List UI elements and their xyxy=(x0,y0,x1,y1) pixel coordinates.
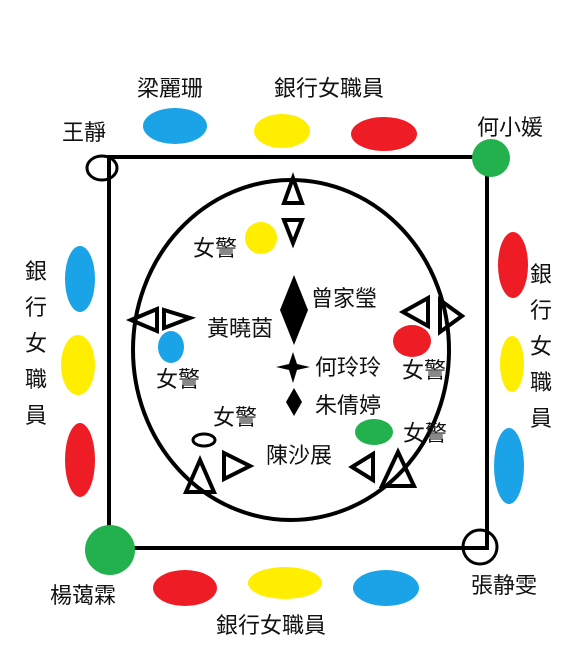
yellow-oval-left xyxy=(61,335,95,395)
label-corner-bl: 楊蔼霖 xyxy=(50,584,117,609)
label-tsang: 曾家瑩 xyxy=(311,287,378,312)
triangle-down-top xyxy=(281,218,305,249)
label-police-right: 女警 xyxy=(402,359,447,384)
triangle-up-southeast xyxy=(378,447,418,488)
triangle-up-southwest xyxy=(182,455,218,494)
outer-square-boundary xyxy=(107,155,489,550)
blue-dot-police-left xyxy=(158,331,184,363)
label-chan: 陳沙展 xyxy=(266,444,333,469)
triangle-left-west xyxy=(125,305,159,335)
label-corner-tl: 王靜 xyxy=(62,121,107,146)
blue-oval-top xyxy=(143,108,207,144)
label-police-left: 女警 xyxy=(156,368,201,393)
label-chu: 朱倩婷 xyxy=(315,394,382,419)
black-diamond-upper xyxy=(280,275,308,345)
red-oval-left xyxy=(65,423,95,497)
label-wong: 黃曉茵 xyxy=(207,317,274,342)
label-right-bank-staff: 銀行女職員 xyxy=(529,263,552,432)
red-oval-right xyxy=(498,232,528,298)
red-oval-bottom xyxy=(153,570,217,606)
label-corner-tr: 何小媛 xyxy=(477,116,544,141)
label-top-name: 梁麗珊 xyxy=(137,77,204,102)
black-star-center xyxy=(276,352,310,383)
label-left-bank-staff: 銀行女職員 xyxy=(24,260,47,429)
triangle-left-east xyxy=(398,294,430,330)
yellow-oval-right xyxy=(500,336,524,392)
triangle-right-west xyxy=(162,307,197,331)
red-oval-top xyxy=(351,117,417,151)
label-police-lower-left: 女警 xyxy=(213,406,258,431)
red-dot-police-right xyxy=(393,325,431,357)
label-police-upper: 女警 xyxy=(193,237,238,262)
yellow-oval-bottom xyxy=(248,567,322,599)
blue-oval-right xyxy=(494,428,524,504)
label-ho: 何玲玲 xyxy=(315,356,382,381)
label-police-lower-right: 女警 xyxy=(403,422,448,447)
corner-marker-br xyxy=(461,528,499,566)
label-bottom-bank-staff: 銀行女職員 xyxy=(216,614,327,639)
triangle-up-top xyxy=(281,172,305,205)
blue-oval-left xyxy=(65,246,95,312)
green-dot-police-lower xyxy=(355,419,393,445)
triangle-right-southwest xyxy=(222,449,255,483)
label-corner-br: 張静雯 xyxy=(471,574,538,599)
blue-oval-bottom xyxy=(353,570,419,606)
label-top-bank-staff: 銀行女職員 xyxy=(274,77,385,102)
triangle-left-southeast xyxy=(348,450,375,484)
corner-marker-tl xyxy=(85,154,119,182)
triangle-right-east xyxy=(438,296,466,336)
green-circle-tr xyxy=(472,139,510,177)
black-diamond-lower xyxy=(286,388,302,416)
yellow-dot-police-upper xyxy=(245,222,277,254)
green-circle-bl xyxy=(85,525,135,575)
yellow-oval-top xyxy=(254,114,310,148)
small-oval-marker xyxy=(191,432,217,448)
